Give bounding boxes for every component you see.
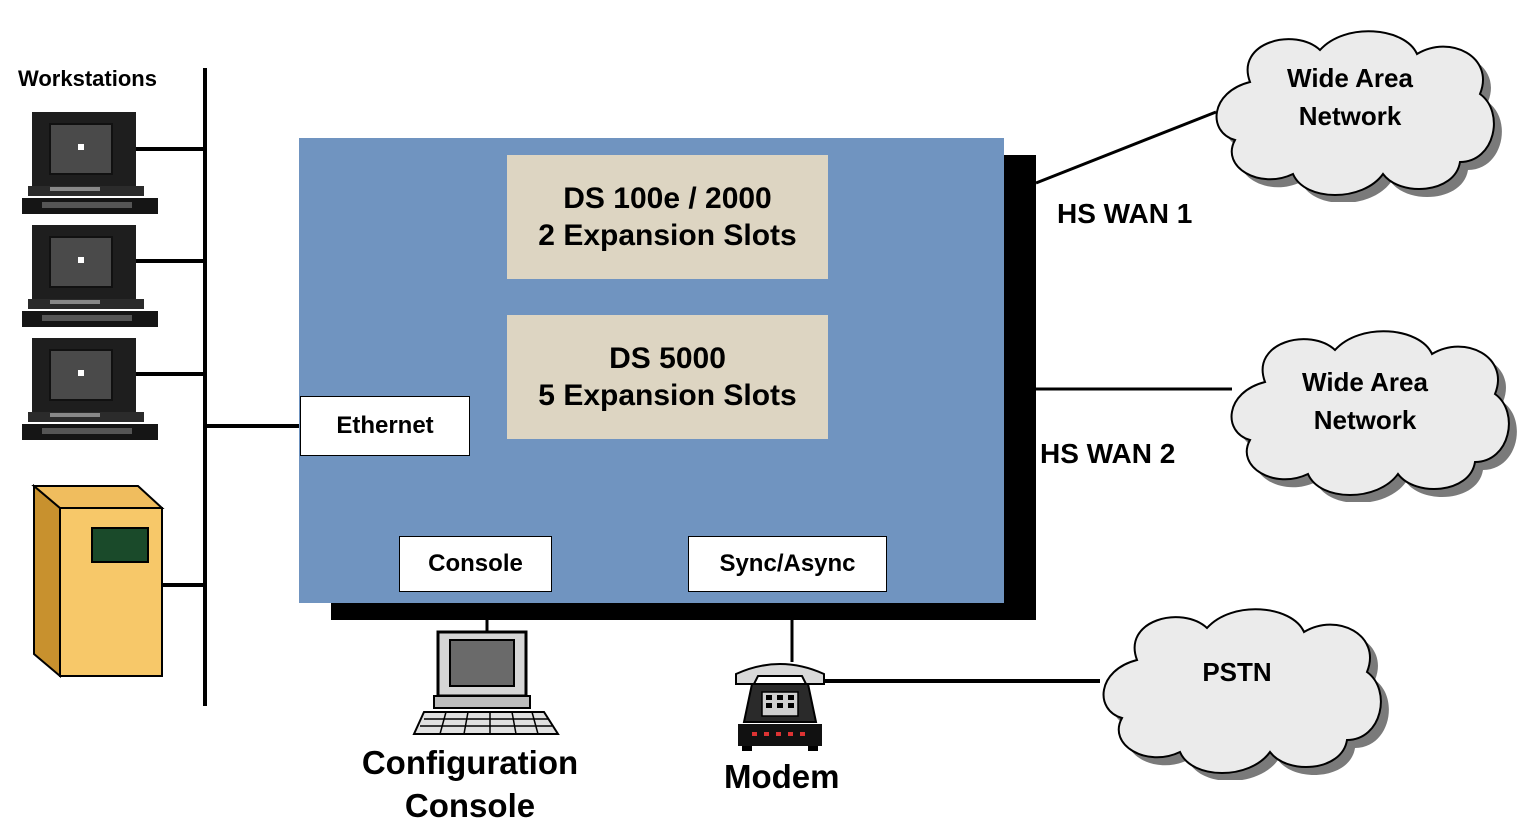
console-port: Console [399,536,552,592]
expansion-slot-ds100e: DS 100e / 2000 2 Expansion Slots [507,155,828,279]
server-icon [31,483,165,679]
ethernet-port: Ethernet [300,396,470,456]
caption-line-2: Console [404,786,536,824]
expansion-slot-ds5000: DS 5000 5 Expansion Slots [507,315,828,439]
slot-ds100e-title: DS 100e / 2000 [563,181,772,215]
slot-ds5000-title: DS 5000 [609,341,726,375]
wan-cloud-1-line2: Network [1298,100,1402,131]
modem-icon [735,663,825,751]
slot-ds100e-subtitle: 2 Expansion Slots [538,219,797,252]
pstn-cloud-label: PSTN [1202,657,1272,687]
wan-cloud-2-line1: Wide Area [1302,367,1428,397]
slot-ds5000-subtitle: 5 Expansion Slots [538,379,797,412]
workstation-icon [22,225,158,327]
configuration-console-icon [412,630,560,735]
modem-caption: Modem [724,758,840,795]
sync-async-port: Sync/Async [688,536,887,592]
wan-cloud-2-line2: Network [1313,404,1417,435]
hs-wan-1-label: HS WAN 1 [1057,198,1193,229]
wan-cloud-1-line1: Wide Area [1287,63,1413,93]
wan-cloud-1-label: Wide Area Network [1235,60,1465,135]
wan-cloud-2-label: Wide Area Network [1250,364,1480,439]
caption-line-1: Configuration [361,744,579,781]
workstation-icon [22,338,158,440]
configuration-console-caption: Configuration Console [320,742,620,828]
workstations-label: Workstations [18,66,157,91]
wan-1-link [1035,110,1217,185]
workstation-icon [22,112,158,214]
hs-wan-2-label: HS WAN 2 [1040,438,1176,469]
